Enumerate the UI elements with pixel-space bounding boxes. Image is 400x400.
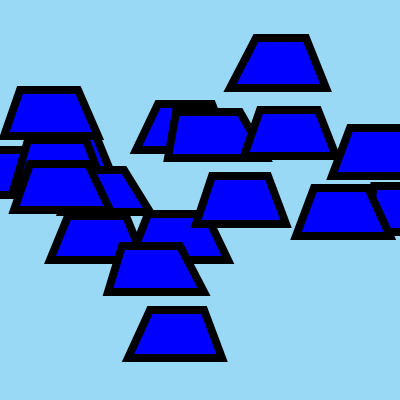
blue-trapezoid bbox=[238, 106, 342, 160]
blue-trapezoid bbox=[326, 124, 400, 180]
blue-trapezoid bbox=[102, 242, 211, 296]
blue-trapezoid bbox=[223, 34, 332, 92]
blue-trapezoid bbox=[190, 172, 292, 228]
trapezoid-group bbox=[0, 34, 400, 362]
blue-trapezoid bbox=[290, 184, 397, 240]
blue-trapezoid bbox=[0, 86, 105, 140]
blue-trapezoid bbox=[8, 160, 117, 214]
blue-trapezoid bbox=[121, 306, 228, 362]
